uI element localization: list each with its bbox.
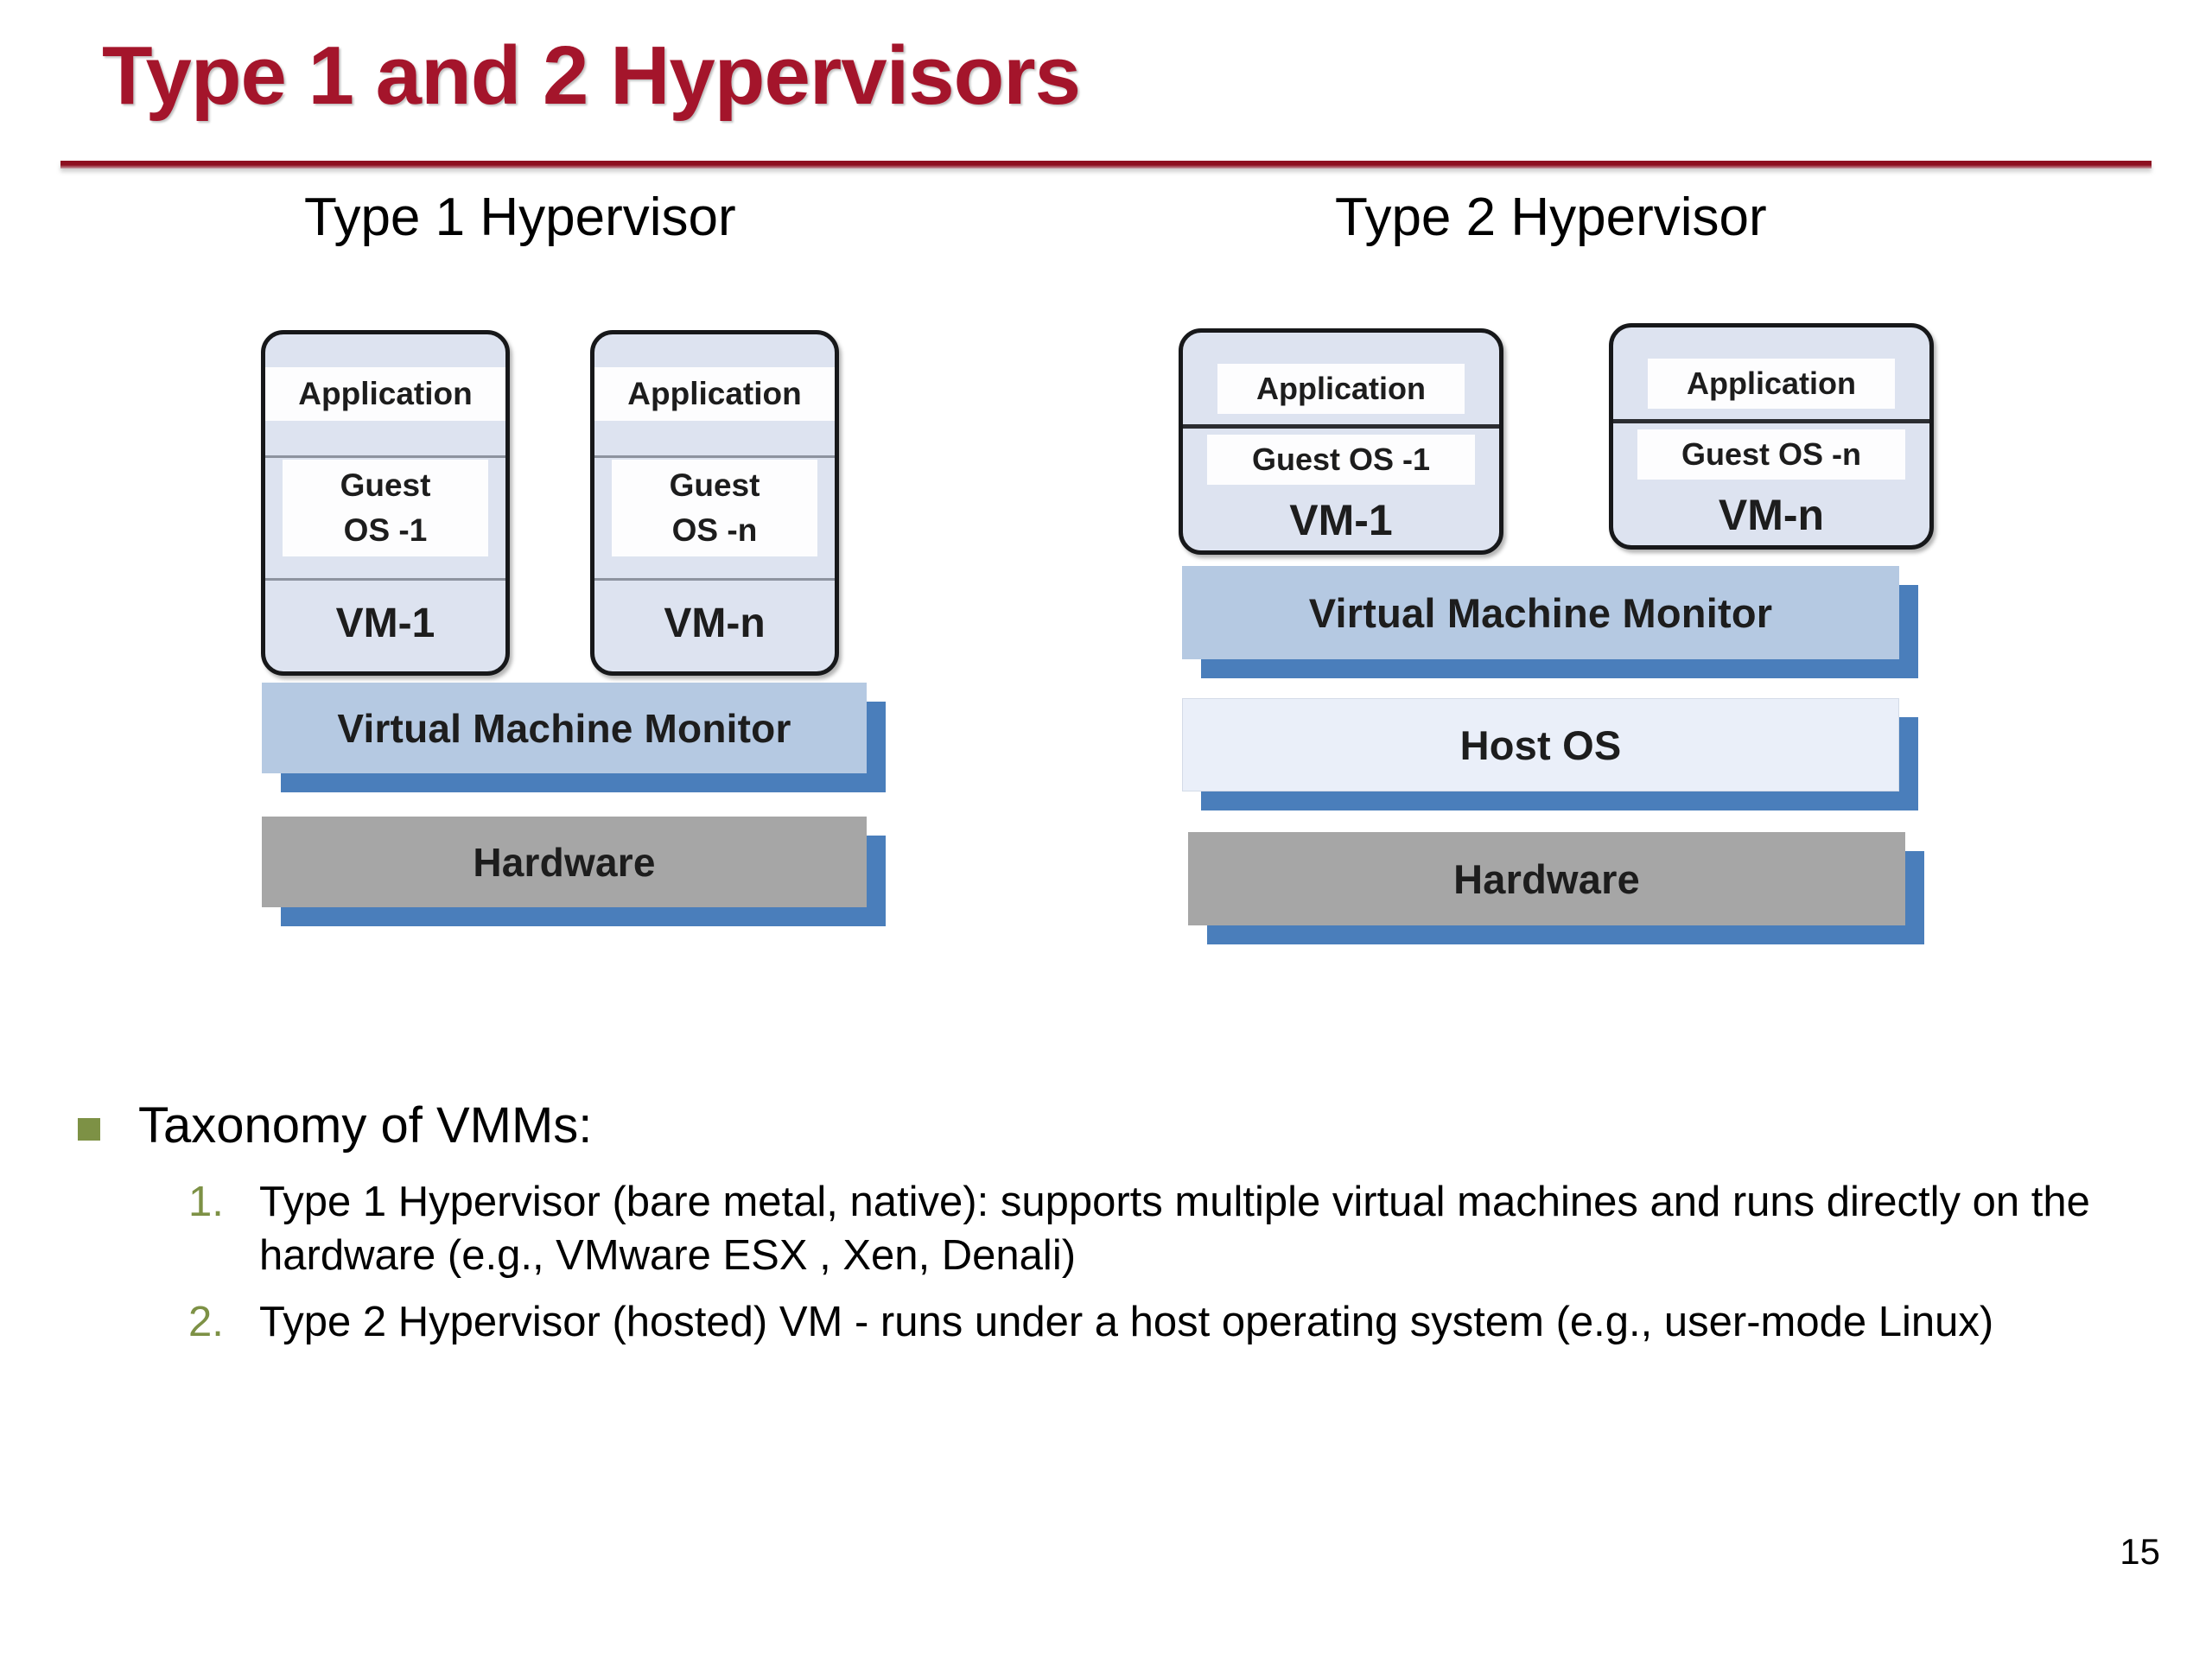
type1-layer-hardware: Hardware bbox=[262, 817, 886, 926]
list-item: 1. Type 1 Hypervisor (bare metal, native… bbox=[188, 1175, 2152, 1283]
type1-vmn-guest-os-line2: OS -n bbox=[671, 512, 758, 548]
type2-vm1-name-label: VM-1 bbox=[1289, 496, 1393, 544]
page-title: Type 1 and 2 Hypervisors bbox=[102, 29, 1081, 122]
section-heading-type1: Type 1 Hypervisor bbox=[304, 188, 736, 247]
title-underline-rule bbox=[60, 161, 2152, 168]
type1-vm1-guest-os-label: Guest OS -1 bbox=[283, 460, 488, 556]
type1-vmn-name-label: VM-n bbox=[664, 601, 766, 646]
type1-vm1-application-label: Application bbox=[265, 367, 505, 421]
bullet-taxonomy-label: Taxonomy of VMMs: bbox=[138, 1097, 593, 1154]
section-heading-type2: Type 2 Hypervisor bbox=[1335, 188, 1767, 247]
type1-layer-vmm: Virtual Machine Monitor bbox=[262, 683, 886, 792]
list-item-1-marker: 1. bbox=[188, 1178, 224, 1225]
list-item-1-text: Type 1 Hypervisor (bare metal, native): … bbox=[259, 1178, 2090, 1280]
type2-vmn-name-label: VM-n bbox=[1718, 491, 1825, 539]
type2-layer-vmm: Virtual Machine Monitor bbox=[1182, 566, 1918, 678]
type1-vm1-name-label: VM-1 bbox=[335, 601, 435, 646]
type2-layer-host-os-label: Host OS bbox=[1182, 698, 1899, 791]
type1-vm-box-n: Application Guest OS -n VM-n bbox=[590, 330, 839, 676]
type2-vm1-application-label: Application bbox=[1217, 364, 1465, 414]
type2-vmn-application-label: Application bbox=[1648, 359, 1895, 409]
type1-vm1-divider-top bbox=[265, 455, 505, 458]
bullet-taxonomy: Taxonomy of VMMs: bbox=[78, 1096, 2152, 1156]
type1-vm1-divider-bottom bbox=[265, 578, 505, 581]
type1-vm1-guest-os-line1: Guest bbox=[340, 467, 431, 503]
type2-layer-vmm-label: Virtual Machine Monitor bbox=[1182, 566, 1899, 659]
type1-vmn-divider-bottom bbox=[594, 578, 835, 581]
list-item-2-marker: 2. bbox=[188, 1299, 224, 1346]
type2-vm-box-n: Application Guest OS -n VM-n bbox=[1609, 323, 1934, 550]
type1-vmn-guest-os-line1: Guest bbox=[669, 467, 760, 503]
type1-vm1-guest-os-line2: OS -1 bbox=[343, 512, 428, 548]
type2-vmn-guest-os-label: Guest OS -n bbox=[1637, 429, 1905, 480]
list-item-2-text: Type 2 Hypervisor (hosted) VM - runs und… bbox=[259, 1299, 1994, 1346]
list-item: 2. Type 2 Hypervisor (hosted) VM - runs … bbox=[188, 1295, 2152, 1350]
type2-layer-hardware-label: Hardware bbox=[1188, 832, 1905, 925]
body-content: Taxonomy of VMMs: 1. Type 1 Hypervisor (… bbox=[78, 1096, 2152, 1362]
type1-vmn-application-label: Application bbox=[594, 367, 835, 421]
type1-vm-box-1: Application Guest OS -1 VM-1 bbox=[261, 330, 510, 676]
page-number: 15 bbox=[2120, 1531, 2160, 1572]
numbered-list: 1. Type 1 Hypervisor (bare metal, native… bbox=[188, 1175, 2152, 1350]
type1-vmn-divider-top bbox=[594, 455, 835, 458]
square-bullet-icon bbox=[78, 1118, 100, 1141]
type2-vm1-divider bbox=[1183, 424, 1499, 429]
type2-vm-box-1: Application Guest OS -1 VM-1 bbox=[1179, 328, 1503, 555]
type2-vmn-divider bbox=[1613, 419, 1929, 423]
type2-layer-host-os: Host OS bbox=[1182, 698, 1918, 810]
type1-layer-hardware-label: Hardware bbox=[262, 817, 867, 907]
type1-vmn-guest-os-label: Guest OS -n bbox=[612, 460, 817, 556]
type2-vm1-guest-os-label: Guest OS -1 bbox=[1207, 435, 1475, 485]
type1-layer-vmm-label: Virtual Machine Monitor bbox=[262, 683, 867, 773]
type2-layer-hardware: Hardware bbox=[1188, 832, 1924, 944]
